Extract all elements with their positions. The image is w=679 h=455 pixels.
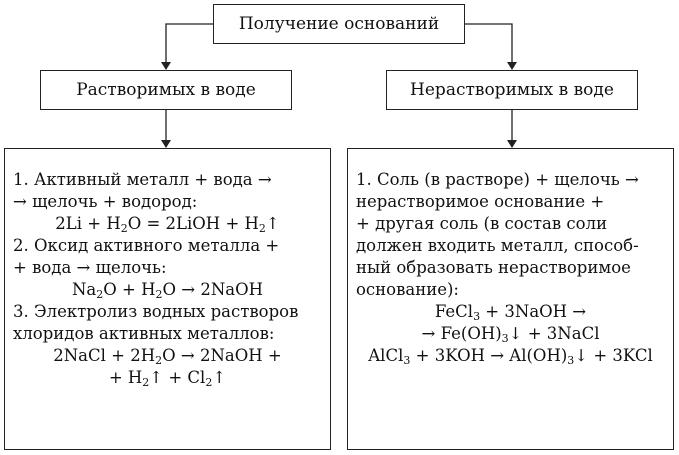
left-line-3: 2Li + H2O = 2LiOH + H2↑ xyxy=(55,214,280,235)
right-line-4: должен входить металл, способ- xyxy=(356,236,639,255)
right-line-5: ный образовать нерастворимое xyxy=(356,258,631,277)
left-line-6: Na2O + H2O → 2NaOH xyxy=(71,280,264,301)
root-label: Получение оснований xyxy=(238,14,440,34)
right-line-3: + другая соль (в состав соли xyxy=(356,214,608,233)
right-line-9: AlCl3 + 3KOH → Al(OH)3↓ + 3KCl xyxy=(368,346,653,367)
right-line-2: нерастворимое основание + xyxy=(356,192,605,211)
left-line-4: 2. Оксид активного металла + xyxy=(13,236,280,255)
left-content-lines: 1. Активный металл + вода → → щелочь + во… xyxy=(13,169,322,389)
right-line-7: FeCl3 + 3NaOH → xyxy=(434,302,587,323)
left-line-7: 3. Электролиз водных растворов xyxy=(13,302,299,321)
left-line-9: 2NaCl + 2H2O → 2NaOH + xyxy=(53,346,282,367)
left-line-1: 1. Активный металл + вода → xyxy=(13,170,272,189)
root-node: Получение оснований xyxy=(213,4,465,44)
arrow-root-to-right xyxy=(465,23,517,70)
arrow-root-to-left xyxy=(161,23,213,70)
left-line-8: хлоридов активных металлов: xyxy=(13,324,275,343)
right-category-node: Нерастворимых в воде xyxy=(386,70,638,110)
right-line-6: основание): xyxy=(356,280,459,299)
left-line-10: + H2↑ + Cl2↑ xyxy=(108,368,227,389)
right-line-8: → Fe(OH)3↓ + 3NaCl xyxy=(421,324,600,345)
right-category-label: Нерастворимых в воде xyxy=(410,80,614,100)
right-content-box: 1. Соль (в растворе) + щелочь → нераствор… xyxy=(347,148,674,450)
left-category-label: Растворимых в воде xyxy=(76,80,256,100)
left-content-box: 1. Активный металл + вода → → щелочь + во… xyxy=(4,148,331,450)
right-content-lines: 1. Соль (в растворе) + щелочь → нераствор… xyxy=(356,169,665,367)
right-line-1: 1. Соль (в растворе) + щелочь → xyxy=(356,170,639,189)
left-line-2: → щелочь + водород: xyxy=(13,192,198,211)
left-category-node: Растворимых в воде xyxy=(40,70,292,110)
left-line-5: + вода → щелочь: xyxy=(13,258,167,277)
